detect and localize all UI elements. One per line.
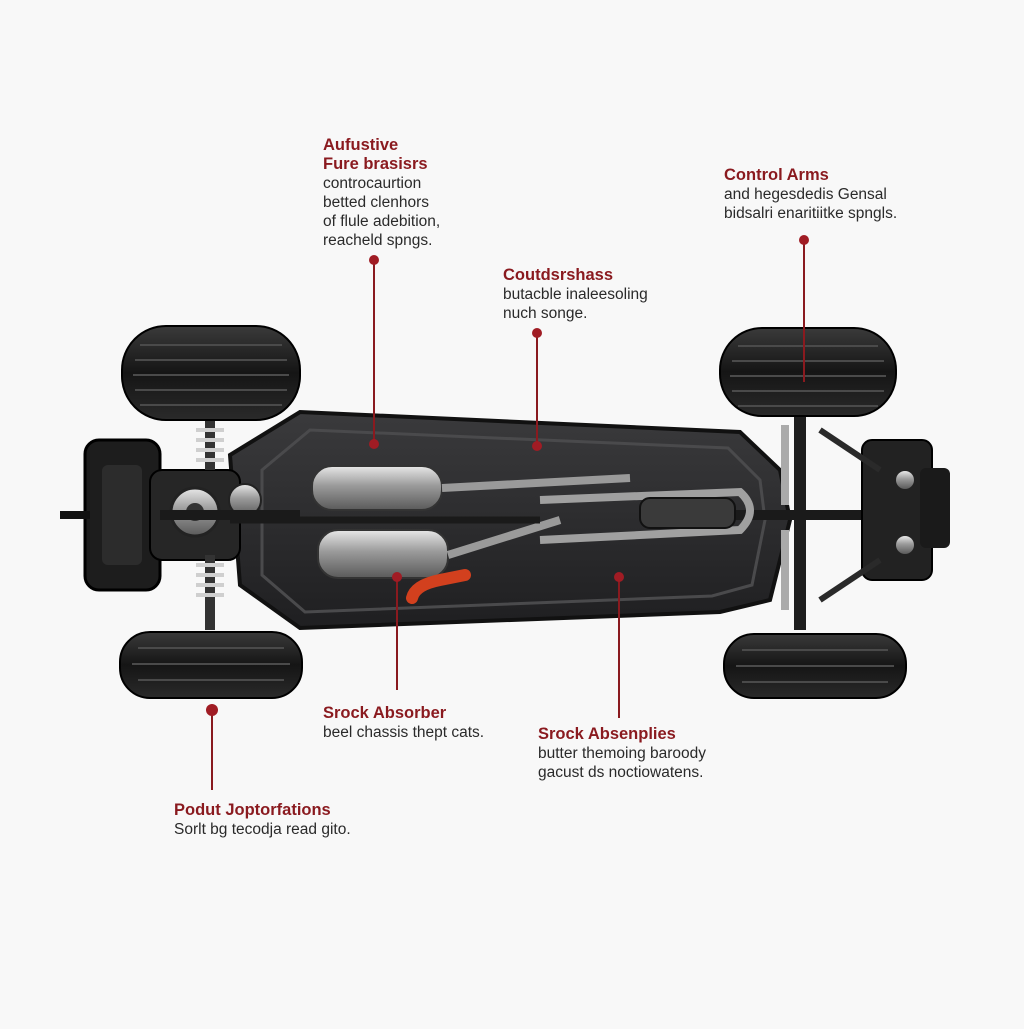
callout-product-title: Podut Joptorfations [174,801,331,819]
callout-shock-assemblies-title: Srock Absenplies [538,725,676,743]
callout-fuel: Aufustive Fure brasisrs controcaurtion b… [323,136,440,250]
callout-shock-absorber: Srock Absorber beel chassis thept cats. [323,704,484,742]
callout-fuel-desc: controcaurtion betted clenhors of flule … [323,175,441,249]
callout-control-arms-title: Control Arms [724,166,829,184]
front-shock-lower [196,555,224,630]
lower-muffler [317,516,562,579]
callout-product: Podut Joptorfations Sorlt bg tecodja rea… [174,801,351,839]
front-right-wheel [119,631,303,699]
leader-shock-assemblies [614,572,624,718]
leader-product [206,704,218,790]
orange-hose [406,569,471,604]
callout-product-desc: Sorlt bg tecodja read gito. [174,821,351,838]
rear-right-wheel [723,633,907,699]
front-left-wheel [121,325,301,421]
callout-control-arms-desc: and hegesdedis Gensal bidsalri enaritiit… [724,186,898,222]
leader-chassis [532,328,542,451]
leader-shock-absorber [392,572,402,690]
callout-chassis-title: Coutdsrshass [503,266,614,284]
exhaust-pipes [230,487,754,544]
callout-shock-absorber-desc: beel chassis thept cats. [323,724,485,741]
front-axle-assembly [60,395,300,630]
callout-fuel-title: Aufustive Fure brasisrs [323,136,428,173]
leader-control-arms [799,235,809,382]
rear-left-wheel [719,327,897,417]
callout-shock-absorber-title: Srock Absorber [323,704,447,722]
leader-fuel [369,255,379,449]
rear-axle-assembly [720,400,950,630]
callout-shock-assemblies-desc: butter themoing baroody gacust ds noctio… [538,745,707,781]
upper-muffler [311,465,631,511]
callout-chassis: Coutdsrshass butacble inaleesoling nuch … [503,266,648,323]
callout-shock-assemblies: Srock Absenplies butter themoing baroody… [538,725,706,782]
callout-chassis-desc: butacble inaleesoling nuch songe. [503,286,648,322]
callout-control-arms: Control Arms and hegesdedis Gensal bidsa… [724,166,897,223]
